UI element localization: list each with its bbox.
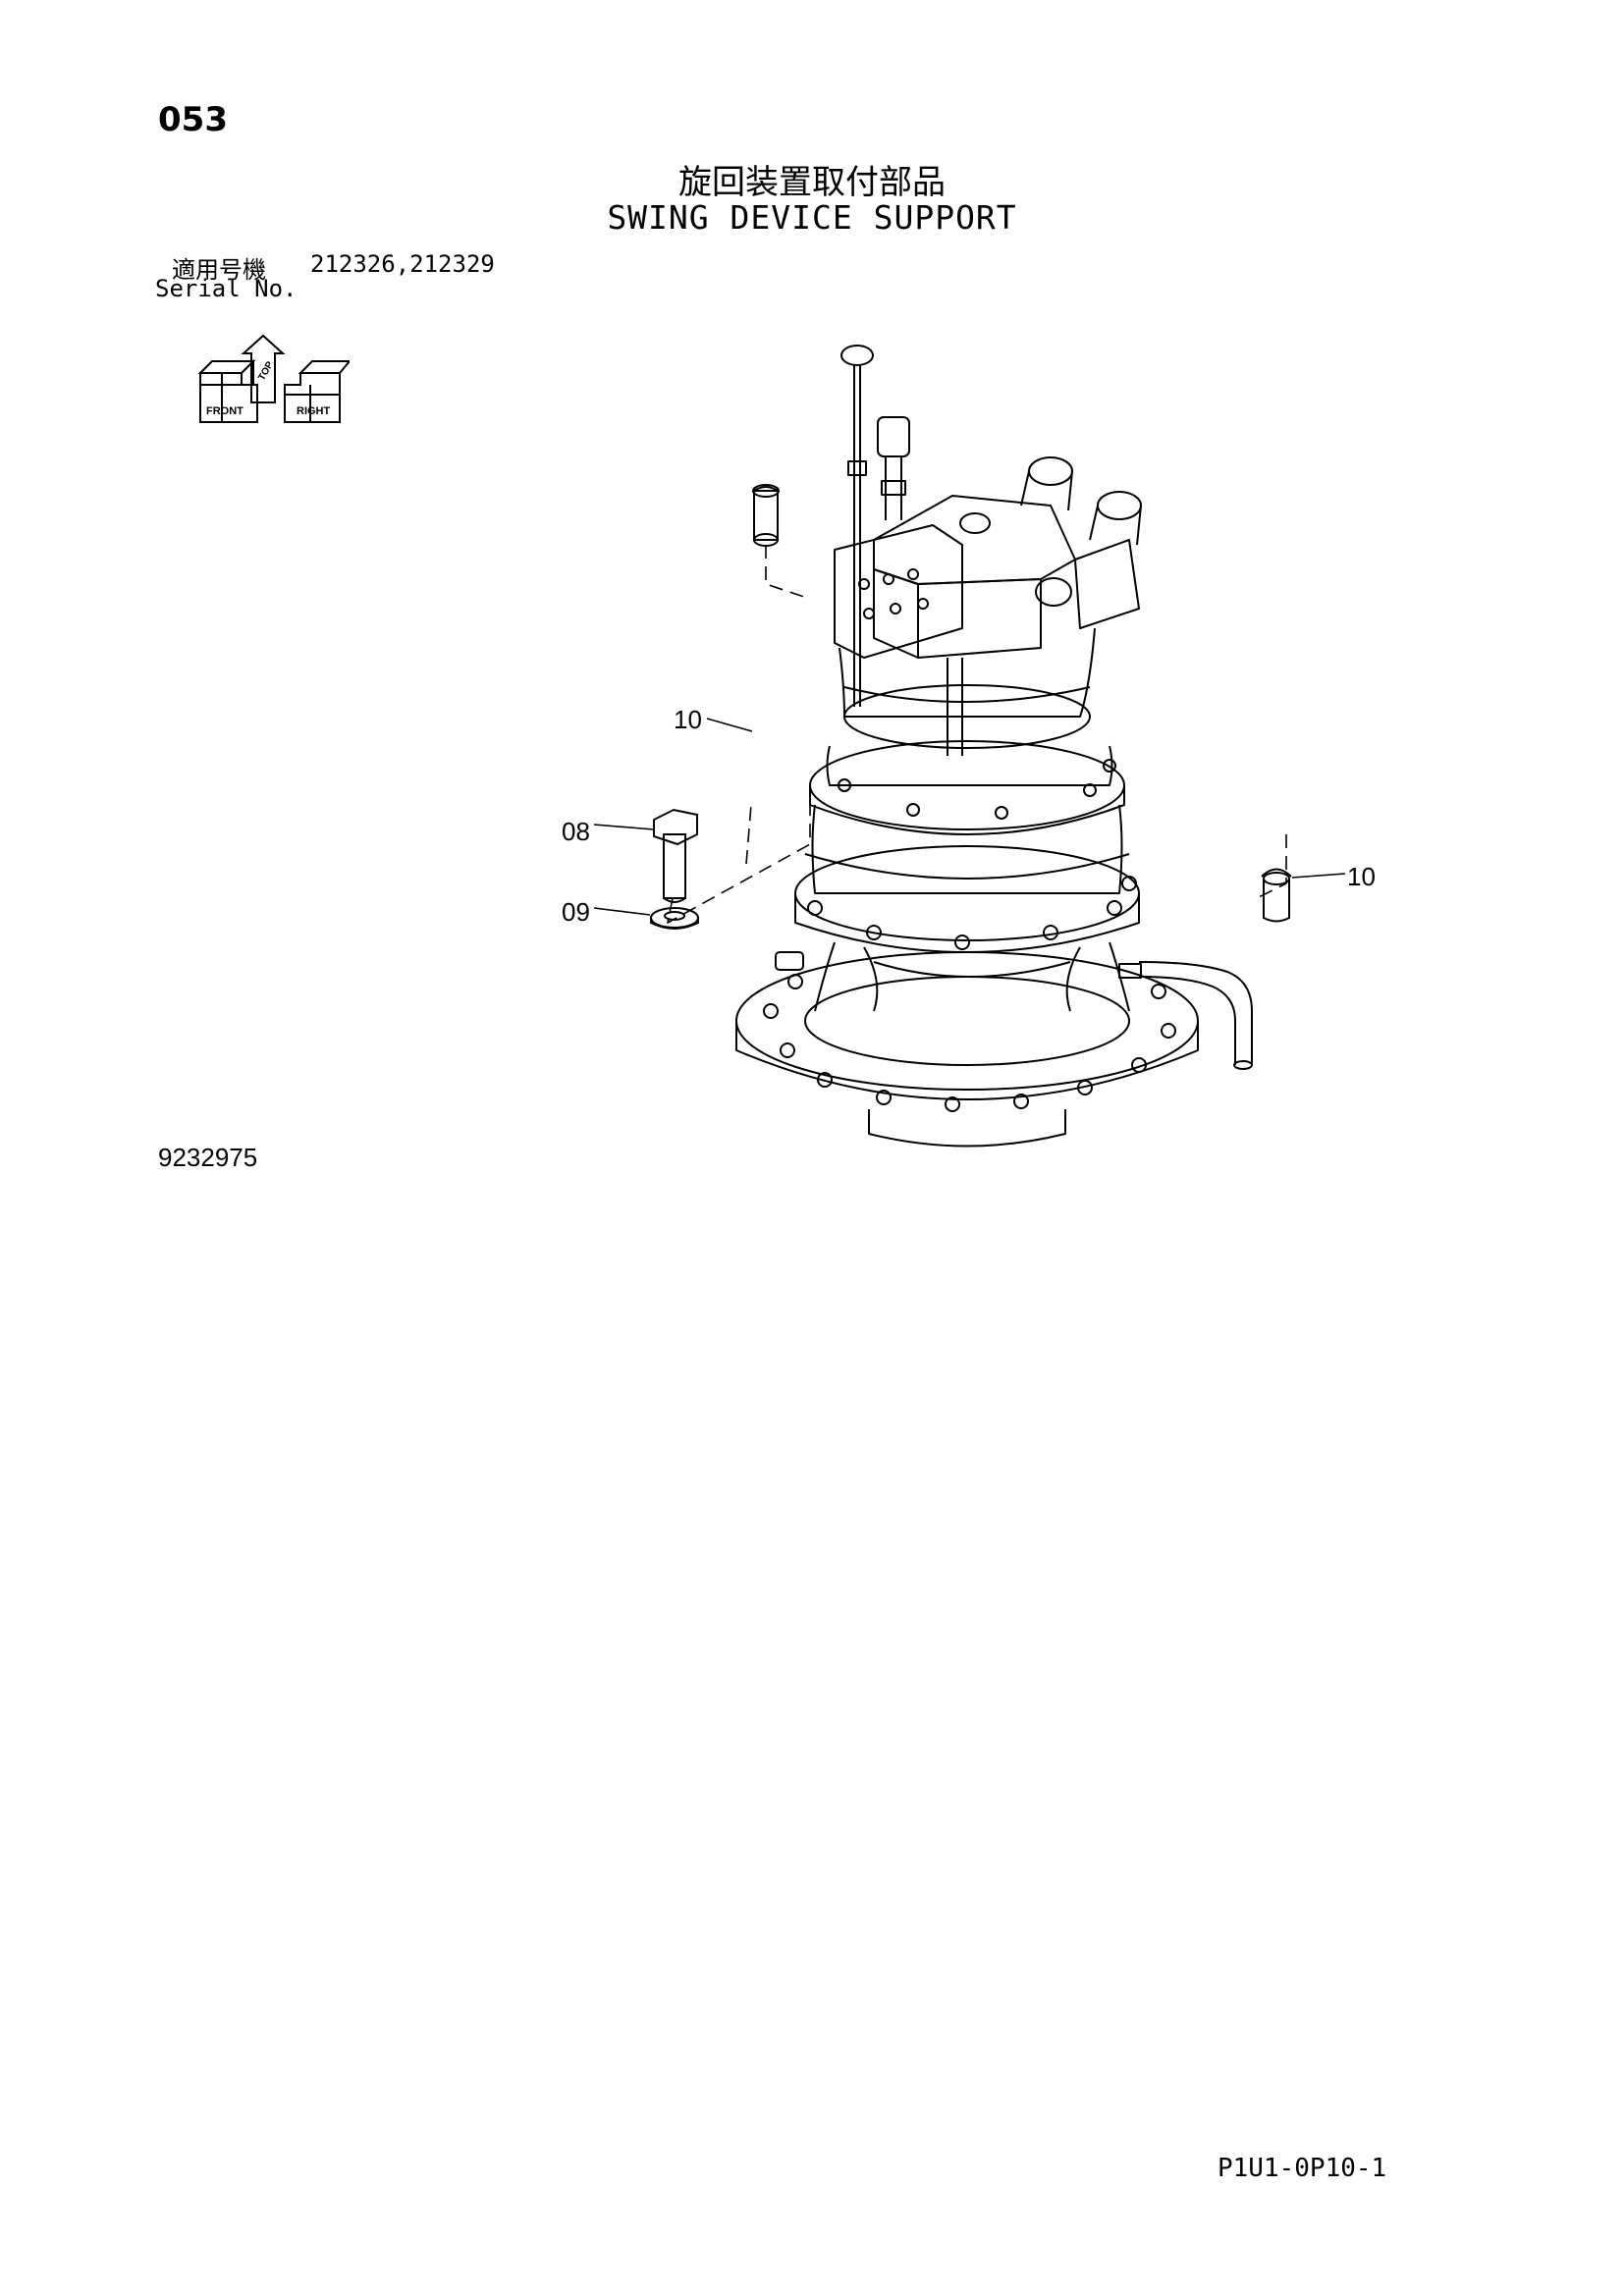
- page-number: 053: [158, 100, 228, 139]
- serial-values: 212326,212329: [310, 250, 495, 278]
- serial-label-japanese: 適用号機: [172, 256, 266, 284]
- document-code: P1U1-0P10-1: [1218, 2154, 1387, 2183]
- bolt-08: [653, 808, 698, 903]
- callout-09: 09: [562, 897, 590, 927]
- pin-10-right: [1261, 868, 1292, 923]
- callout-10-right: 10: [1347, 862, 1376, 891]
- orientation-right-label: RIGHT: [297, 405, 331, 417]
- orientation-top-label: TOP: [256, 359, 276, 382]
- title-japanese: 旋回装置取付部品: [678, 163, 946, 202]
- swing-device-drawing: [593, 345, 1346, 1148]
- pin-10-top: [752, 484, 780, 498]
- figure-number: 9232975: [158, 1143, 258, 1172]
- title-english: SWING DEVICE SUPPORT: [607, 198, 1017, 237]
- dipstick-ring: [840, 345, 874, 366]
- callout-08: 08: [562, 817, 590, 846]
- callout-10-top: 10: [674, 705, 702, 734]
- orientation-front-label: FRONT: [206, 405, 244, 417]
- washer-09: [650, 907, 699, 930]
- serial-label-english: Serial No.: [155, 275, 298, 302]
- orientation-icon: FRONT RIGHT TOP: [197, 334, 350, 423]
